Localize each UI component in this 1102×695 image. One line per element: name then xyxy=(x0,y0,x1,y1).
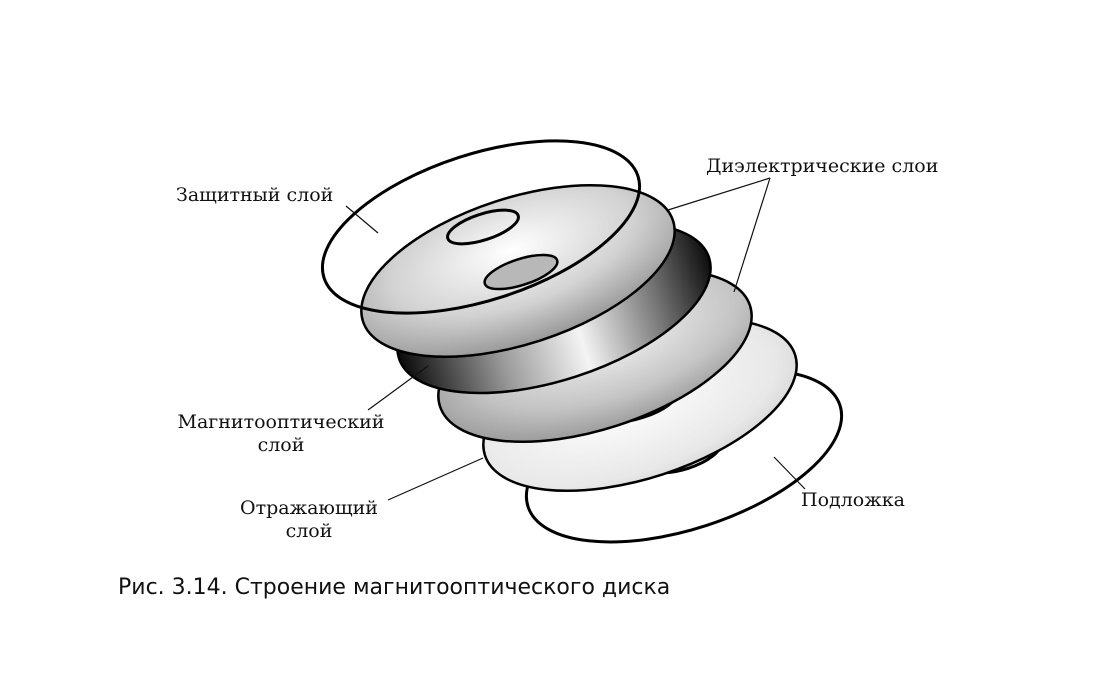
leader-magneto xyxy=(367,365,429,411)
label-reflective-line1: Отражающий xyxy=(240,497,378,519)
label-dielectric-layers: Диэлектрические слои xyxy=(706,155,938,177)
label-substrate: Подложка xyxy=(801,489,905,511)
label-magneto-line1: Магнитооптический xyxy=(178,411,385,433)
leader-dielectric-lower xyxy=(733,177,771,293)
label-magneto-line2: слой xyxy=(258,434,305,456)
dielectric-layer-upper xyxy=(360,183,676,359)
leader-substrate xyxy=(773,456,806,490)
label-protective-layer: Защитный слой xyxy=(176,184,333,206)
protective-layer xyxy=(320,139,642,315)
leader-reflective xyxy=(387,457,484,501)
figure-caption: Рис. 3.14. Строение магнитооптического д… xyxy=(118,575,670,600)
leader-dielectric-upper xyxy=(667,177,771,211)
leader-protective xyxy=(345,205,379,234)
label-reflective-line2: слой xyxy=(286,520,333,542)
